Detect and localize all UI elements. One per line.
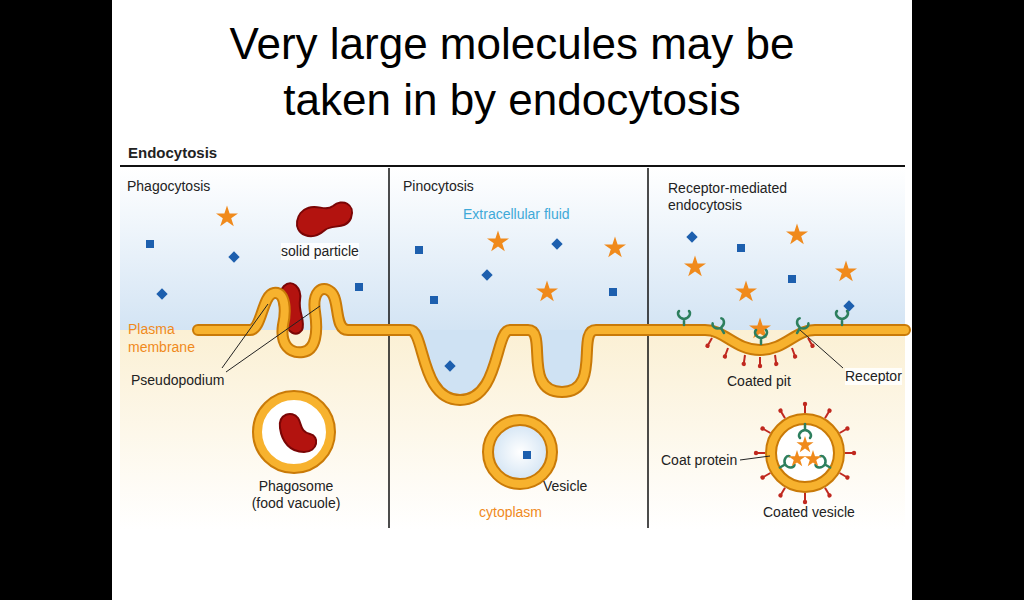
slide-ground bbox=[112, 0, 912, 600]
panel-heading: Phagocytosis bbox=[127, 178, 210, 195]
ligand-star bbox=[735, 280, 757, 301]
coated-vesicle-ring bbox=[771, 419, 839, 487]
part-label: cytoplasm bbox=[479, 504, 542, 521]
ligand-star bbox=[796, 436, 813, 452]
solute-square bbox=[551, 238, 562, 249]
receptor-symbol bbox=[836, 311, 848, 325]
coat-protein bbox=[777, 487, 786, 499]
coat-protein bbox=[773, 355, 779, 367]
part-label: Pseudopodium bbox=[131, 372, 224, 389]
phagosome-ring bbox=[258, 396, 330, 468]
solute-square bbox=[430, 296, 438, 304]
ligand-star bbox=[684, 255, 706, 276]
coat-protein bbox=[823, 487, 832, 499]
part-label: Coated vesicle bbox=[763, 504, 855, 521]
molecules bbox=[146, 205, 857, 504]
digested-particle bbox=[280, 414, 316, 452]
solute-square bbox=[609, 288, 617, 296]
solid-particle bbox=[297, 202, 352, 236]
receptor-symbol bbox=[755, 330, 767, 344]
solute-square bbox=[228, 251, 239, 262]
pillarbox bbox=[0, 0, 112, 600]
coat-protein bbox=[839, 471, 851, 480]
ligand-star bbox=[536, 280, 558, 301]
coat-protein bbox=[823, 408, 832, 420]
coat-protein bbox=[754, 451, 765, 455]
pillarbox bbox=[912, 0, 1024, 600]
coat-protein bbox=[760, 471, 772, 480]
ligand-star bbox=[749, 317, 771, 338]
coat-protein bbox=[806, 337, 815, 349]
ligand-star bbox=[804, 450, 821, 466]
ligand-star bbox=[216, 205, 238, 226]
coat-protein bbox=[741, 355, 747, 367]
extracellular-ground bbox=[120, 168, 905, 330]
part-label: Coated pit bbox=[727, 373, 791, 390]
coat-protein bbox=[845, 451, 856, 455]
coat-protein bbox=[704, 337, 713, 349]
ligand-star bbox=[604, 236, 626, 257]
panel-heading: Pinocytosis bbox=[403, 178, 474, 195]
solute-square bbox=[788, 275, 796, 283]
ligand-star bbox=[786, 223, 808, 244]
vesicle-ring bbox=[488, 420, 552, 484]
part-label: Extracellular fluid bbox=[463, 206, 570, 223]
leader-lines bbox=[222, 304, 843, 460]
panel-divider bbox=[647, 168, 649, 528]
panel-divider bbox=[388, 168, 390, 528]
part-label: solid particle bbox=[281, 243, 359, 260]
part-label: Vesicle bbox=[543, 478, 587, 495]
slide-title: Very large molecules may be taken in by … bbox=[172, 16, 852, 128]
cytoplasm-ground bbox=[120, 330, 905, 530]
coat-protein bbox=[790, 347, 798, 359]
section-heading: Endocytosis bbox=[128, 144, 217, 161]
panel-heading: Receptor-mediated endocytosis bbox=[668, 180, 828, 214]
ligand-star bbox=[788, 450, 805, 466]
solute-square bbox=[355, 283, 363, 291]
coat-protein bbox=[760, 425, 772, 434]
coat-protein bbox=[803, 402, 807, 413]
solute-square bbox=[481, 269, 492, 280]
solute-square bbox=[444, 360, 455, 371]
receptor-symbol bbox=[712, 318, 729, 336]
header-rule bbox=[120, 165, 905, 167]
solute-square bbox=[737, 244, 745, 252]
ligand-star bbox=[835, 260, 857, 281]
part-label: Receptor bbox=[845, 368, 902, 385]
solute-square bbox=[146, 240, 154, 248]
solute-square bbox=[686, 231, 697, 242]
ligand-star bbox=[487, 230, 509, 251]
coat-protein bbox=[803, 493, 807, 504]
part-label: Coat protein bbox=[661, 452, 737, 469]
solute-square bbox=[843, 300, 854, 311]
solute-square bbox=[415, 246, 423, 254]
coated-vesicle-ring bbox=[771, 419, 839, 487]
solute-square bbox=[523, 451, 531, 459]
receptor-symbol bbox=[792, 318, 809, 336]
coat-protein bbox=[777, 408, 786, 420]
coat-protein bbox=[758, 357, 762, 368]
part-label: Plasma membrane bbox=[128, 320, 194, 356]
coat-protein bbox=[722, 347, 730, 359]
receptor-symbol bbox=[678, 311, 690, 325]
solute-square bbox=[156, 288, 167, 299]
plasma-membrane bbox=[198, 289, 905, 400]
vesicle-ring bbox=[488, 420, 552, 484]
part-label: Phagosome (food vacuole) bbox=[244, 478, 348, 512]
receptor-symbol bbox=[799, 424, 811, 438]
phagosome-ring bbox=[258, 396, 330, 468]
coat-protein bbox=[839, 425, 851, 434]
